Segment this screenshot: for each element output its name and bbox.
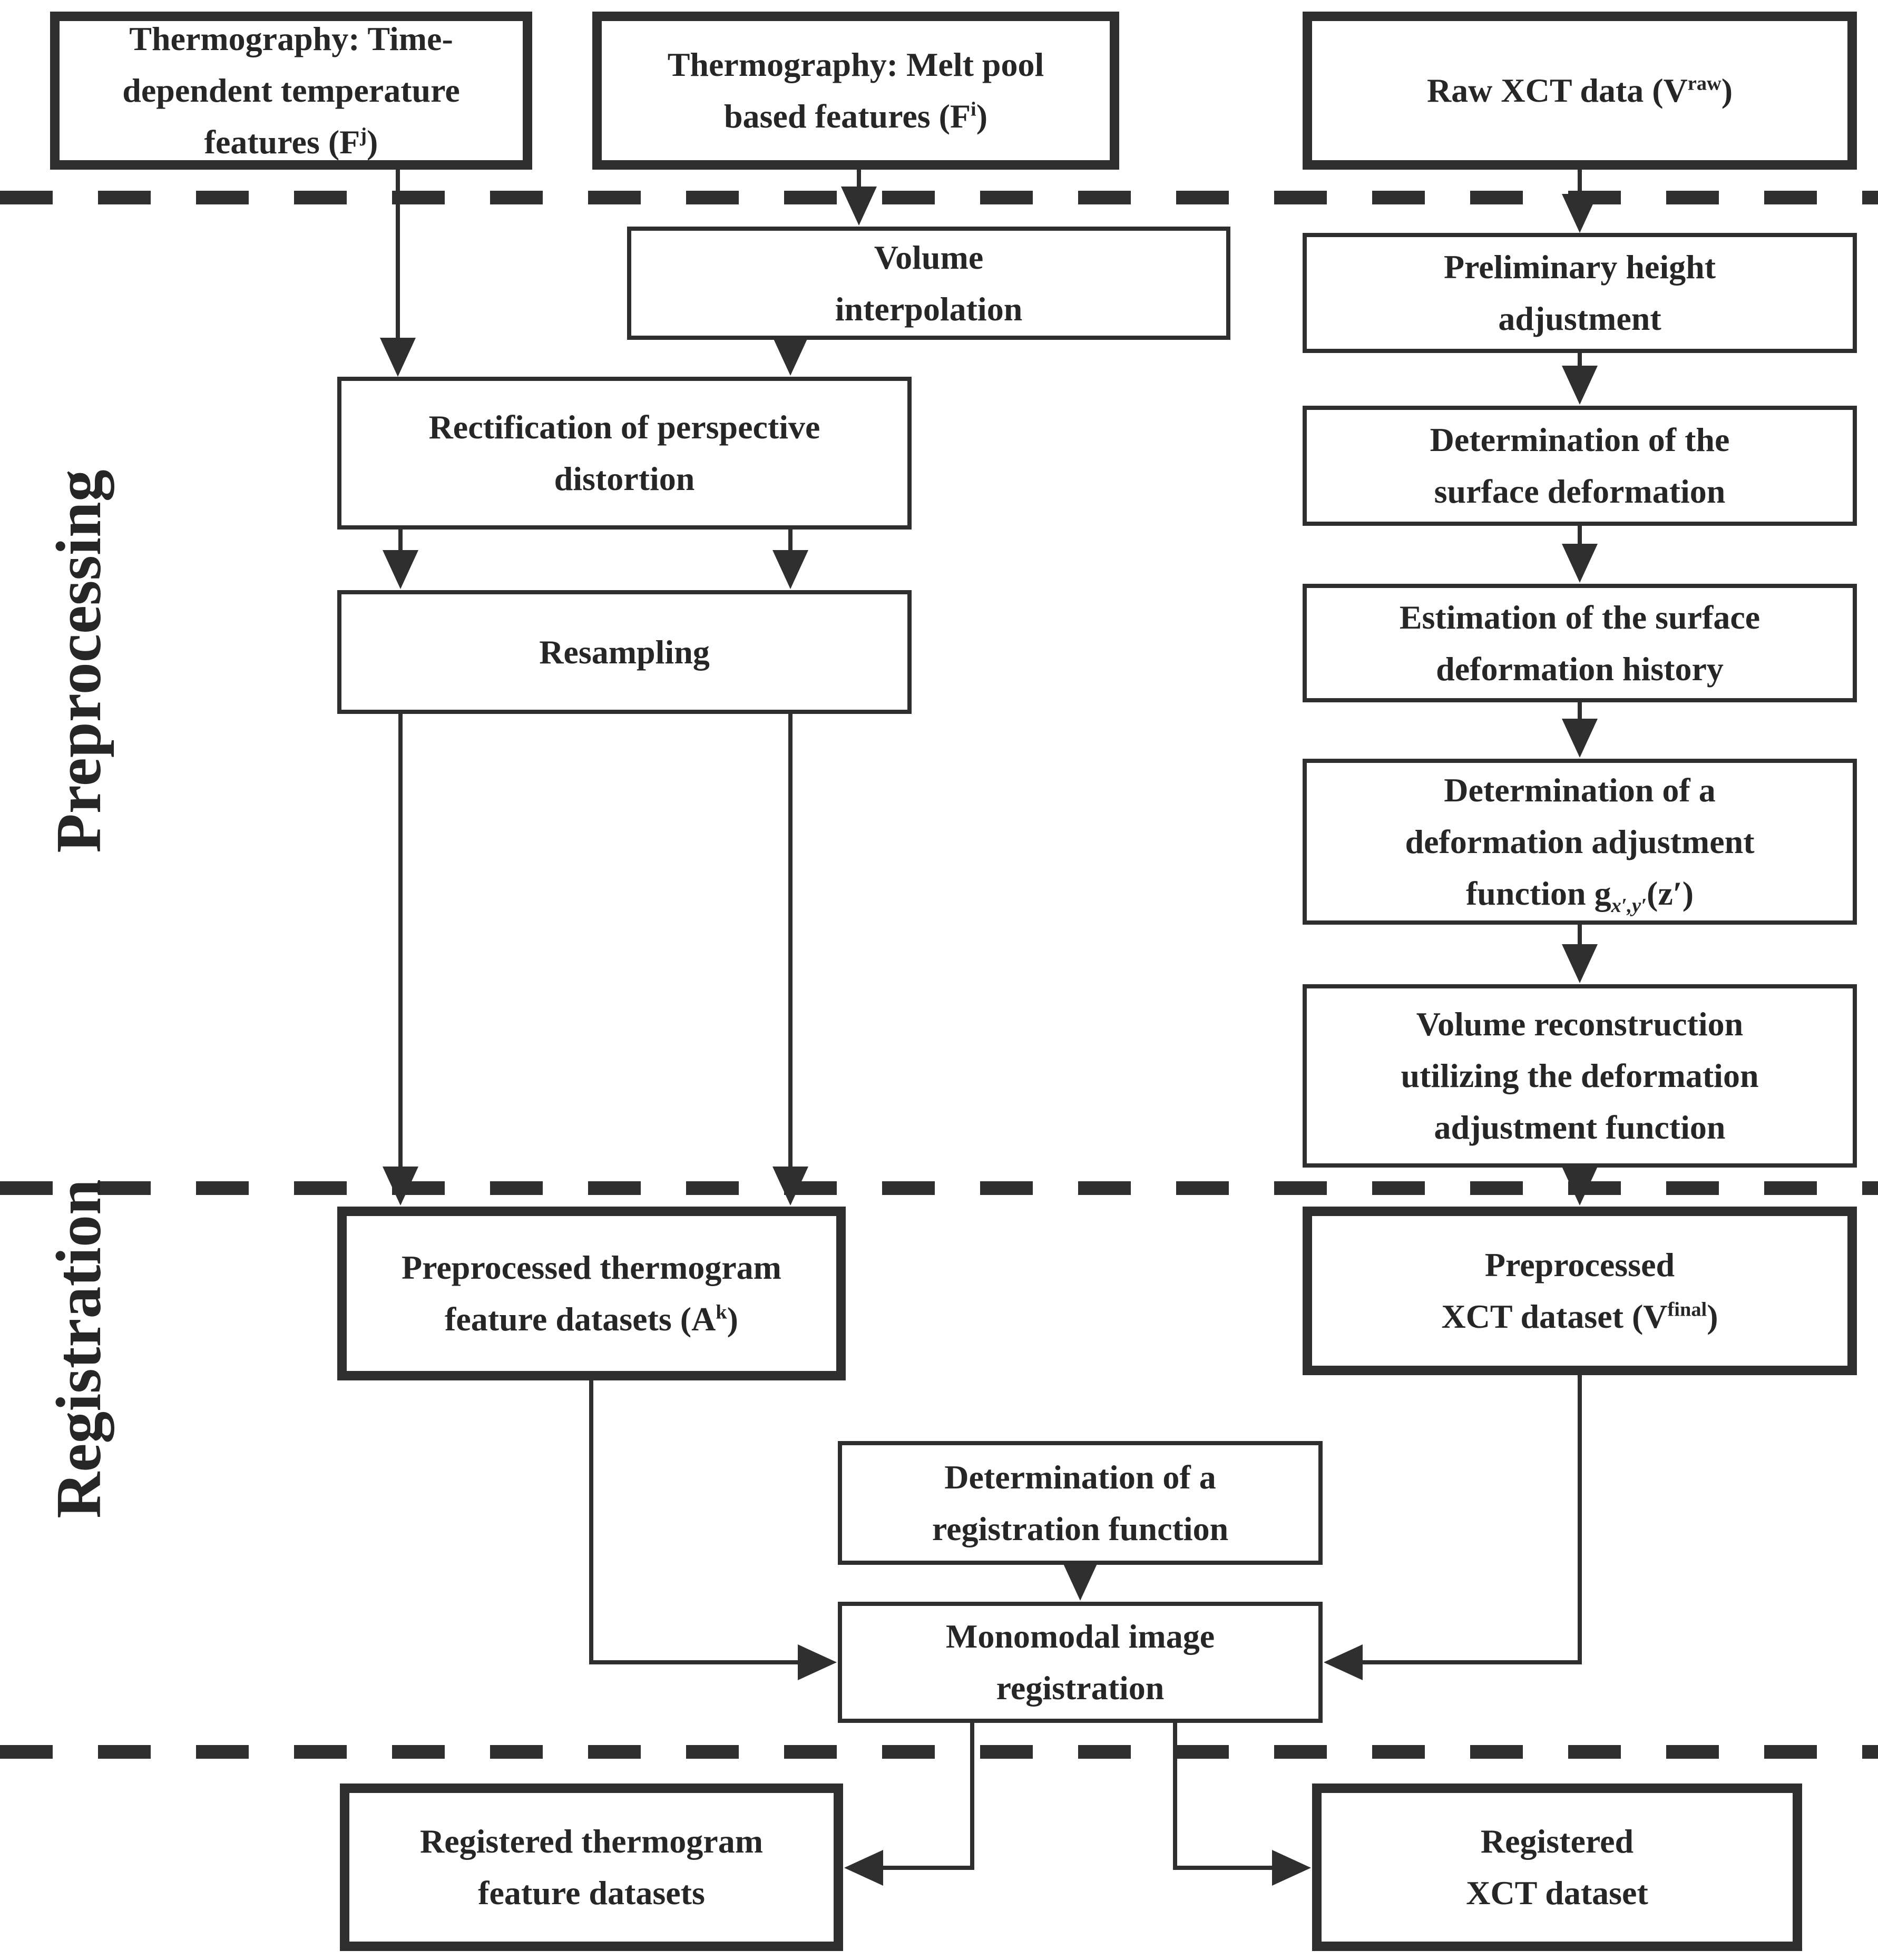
connector-line bbox=[1173, 1723, 1177, 1870]
section-divider-dashed bbox=[0, 1745, 1878, 1759]
connector-line bbox=[788, 530, 793, 554]
node-determination-surface-deformation: Determination of the surface deformation bbox=[1303, 406, 1857, 526]
connector-line bbox=[1359, 1660, 1580, 1664]
arrowhead-down-icon bbox=[1562, 944, 1598, 983]
section-label-registration: Registration bbox=[43, 1179, 114, 1518]
node-monomodal-image-registration: Monomodal image registration bbox=[838, 1602, 1323, 1723]
connector-line bbox=[1578, 353, 1582, 371]
node-registered-xct-dataset: Registered XCT dataset bbox=[1312, 1783, 1802, 1951]
connector-line bbox=[398, 530, 403, 554]
node-volume-interpolation: Volume interpolation bbox=[627, 227, 1230, 340]
arrowhead-down-icon bbox=[841, 187, 877, 226]
connector-line bbox=[1578, 1375, 1582, 1664]
connector-line bbox=[589, 1380, 593, 1664]
arrowhead-down-icon bbox=[1562, 1167, 1598, 1206]
node-thermography-time-features: Thermography: Time- dependent temperatur… bbox=[50, 12, 532, 170]
connector-line bbox=[398, 714, 403, 1170]
node-raw-xct-data: Raw XCT data (Vraw) bbox=[1303, 12, 1857, 170]
arrowhead-down-icon bbox=[1562, 719, 1598, 758]
node-determination-deformation-adjustment-function: Determination of a deformation adjustmen… bbox=[1303, 759, 1857, 925]
arrowhead-down-icon bbox=[1562, 366, 1598, 405]
connector-line bbox=[1578, 170, 1582, 199]
node-registered-thermogram-datasets: Registered thermogram feature datasets bbox=[340, 1783, 843, 1951]
arrowhead-right-icon bbox=[1272, 1850, 1311, 1886]
node-preliminary-height-adjustment: Preliminary height adjustment bbox=[1303, 233, 1857, 353]
connector-line bbox=[1173, 1866, 1275, 1870]
node-preprocessed-thermogram-datasets: Preprocessed thermogram feature datasets… bbox=[337, 1207, 846, 1380]
arrowhead-down-icon bbox=[772, 337, 808, 376]
arrowhead-down-icon bbox=[383, 1167, 418, 1206]
connector-line bbox=[1578, 702, 1582, 723]
connector-line bbox=[881, 1866, 974, 1870]
arrowhead-down-icon bbox=[772, 550, 808, 589]
arrowhead-left-icon bbox=[1324, 1644, 1363, 1680]
node-thermography-meltpool-features: Thermography: Melt pool based features (… bbox=[592, 12, 1119, 170]
connector-line bbox=[1578, 526, 1582, 548]
node-resampling: Resampling bbox=[337, 590, 912, 714]
connector-line bbox=[857, 170, 861, 191]
connector-line bbox=[970, 1723, 974, 1870]
connector-line bbox=[788, 714, 793, 1170]
connector-line bbox=[591, 1660, 801, 1664]
node-preprocessed-xct-dataset: Preprocessed XCT dataset (Vfinal) bbox=[1303, 1207, 1857, 1375]
node-estimation-deformation-history: Estimation of the surface deformation hi… bbox=[1303, 584, 1857, 702]
arrowhead-down-icon bbox=[1062, 1562, 1098, 1601]
arrowhead-down-icon bbox=[1562, 544, 1598, 583]
section-label-preprocessing: Preprocessing bbox=[43, 469, 114, 853]
arrowhead-left-icon bbox=[844, 1850, 883, 1886]
arrowhead-right-icon bbox=[798, 1644, 837, 1680]
arrowhead-down-icon bbox=[383, 550, 418, 589]
connector-line bbox=[1578, 925, 1582, 949]
arrowhead-down-icon bbox=[1562, 194, 1598, 233]
arrowhead-down-icon bbox=[772, 1167, 808, 1206]
node-determination-registration-function: Determination of a registration function bbox=[838, 1441, 1323, 1565]
arrowhead-down-icon bbox=[380, 338, 416, 377]
node-volume-reconstruction: Volume reconstruction utilizing the defo… bbox=[1303, 984, 1857, 1168]
node-rectification-perspective: Rectification of perspective distortion bbox=[337, 377, 912, 530]
connector-line bbox=[396, 170, 400, 344]
